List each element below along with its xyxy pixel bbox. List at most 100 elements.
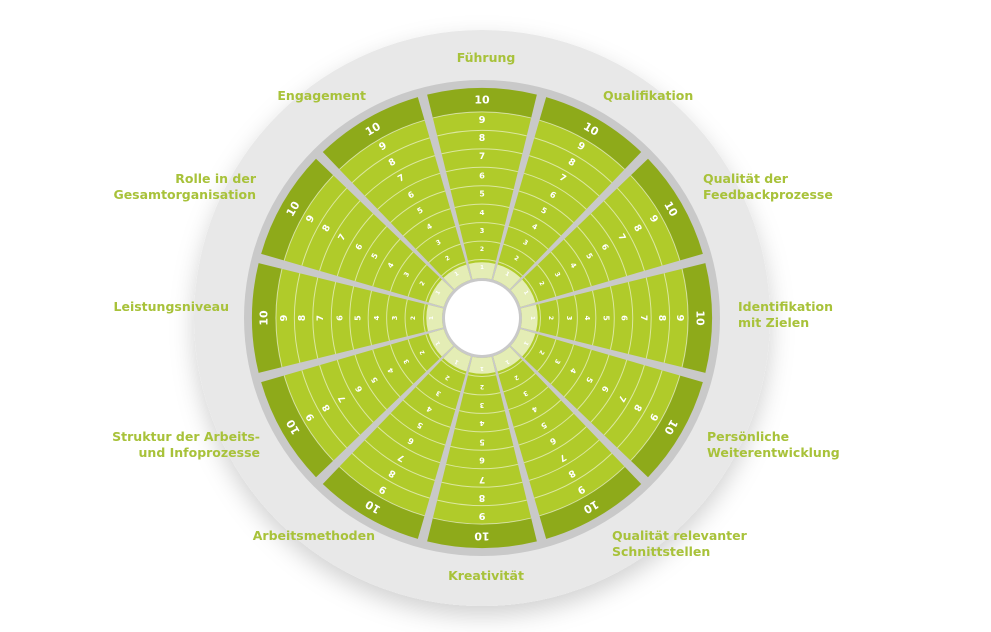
ring-line [441,148,523,155]
scale-number-8: 8 [479,492,486,503]
scale-number-9: 9 [478,510,485,521]
scale-number-9: 9 [377,483,389,496]
scale-number-4: 4 [385,366,395,375]
scale-number-3: 3 [565,316,573,321]
scale-number-6: 6 [353,242,365,252]
scale-number-5: 5 [369,251,379,260]
scale-number-6: 6 [599,384,611,394]
ring-line [437,129,527,137]
scale-number-5: 5 [584,375,594,384]
scale-number-6: 6 [353,384,365,394]
scale-number-1: 1 [522,290,529,296]
scale-number-10: 10 [258,310,271,326]
scale-number-4: 4 [372,315,381,320]
segment-outer-band [539,466,642,539]
scale-number-8: 8 [297,315,308,322]
ring-line [459,410,505,414]
scale-number-7: 7 [615,393,627,403]
segment-outer-band [682,263,712,373]
ring-line [351,453,430,499]
ring-line [372,238,401,287]
ring-line [407,339,427,372]
ring-line [293,273,301,363]
ring-line [550,344,575,385]
ring-line [529,439,600,481]
ring-line [454,428,510,433]
scale-number-3: 3 [402,270,411,278]
ring-line [354,226,387,282]
scale-number-2: 2 [513,373,520,381]
ring-line [364,439,435,481]
ring-line [312,277,319,359]
ring-line [574,295,578,341]
segment-fill [432,356,532,524]
ring-line [617,187,663,266]
label-identifikation: Identifikation mit Zielen [738,299,833,330]
scale-number-2: 2 [480,383,484,390]
scale-number-2: 2 [444,255,451,263]
scale-number-5: 5 [539,420,548,430]
ring-line [432,517,532,525]
ring-line [450,445,514,451]
segment-core [443,346,471,372]
scale-number-8: 8 [631,402,644,413]
scale-number-6: 6 [479,171,485,181]
ring-line [390,413,446,446]
scale-number-3: 3 [521,389,529,398]
label-struktur: Struktur der Arbeits- und Infoprozesse [112,429,260,460]
scale-number-2: 2 [537,280,545,287]
ring-line [627,281,634,355]
segment-outer-band [630,375,703,478]
segment-outer-band [427,88,537,118]
segment-fill [432,112,532,280]
scale-number-2: 2 [444,373,451,381]
scale-number-3: 3 [434,389,442,398]
scale-number-4: 4 [480,208,485,217]
scale-number-7: 7 [638,315,648,321]
segment-fill [339,120,471,290]
ring-line [630,375,681,461]
ring-line [463,240,501,244]
scale-number-5: 5 [369,375,379,384]
scale-number-9: 9 [279,314,290,321]
segment-fill [493,120,625,290]
scale-number-7: 7 [316,315,326,321]
segment-fill [493,346,625,516]
ring-line [428,373,461,393]
ring-line [428,243,461,263]
scale-number-4: 4 [479,419,484,428]
segment-outer-band [427,518,537,548]
ring-line [415,225,456,250]
scale-number-10: 10 [474,530,490,543]
ring-line [367,290,372,346]
scale-number-3: 3 [480,227,485,235]
segment-fill [276,268,444,368]
scale-number-2: 2 [410,316,417,320]
ring-line [539,119,625,170]
scale-number-5: 5 [354,315,363,320]
ring-line [498,359,523,375]
scale-number-7: 7 [479,152,485,162]
segment-core [510,279,536,307]
ring-line [467,374,497,377]
scale-number-8: 8 [656,315,667,322]
ring-line [592,290,597,346]
ring-line [389,251,414,292]
scale-number-8: 8 [387,467,398,480]
scale-number-4: 4 [425,404,434,414]
ring-line [354,354,387,410]
scale-number-6: 6 [619,315,629,321]
scale-number-4: 4 [568,366,578,375]
ring-line [339,119,425,170]
label-fuehrung: Führung [456,50,516,65]
scale-number-1: 1 [522,340,529,346]
scale-number-7: 7 [396,173,406,185]
scale-number-8: 8 [479,133,486,144]
scale-number-9: 9 [304,213,317,225]
ring-line [301,370,347,449]
segment-core [443,264,471,290]
segment-core [493,346,521,372]
